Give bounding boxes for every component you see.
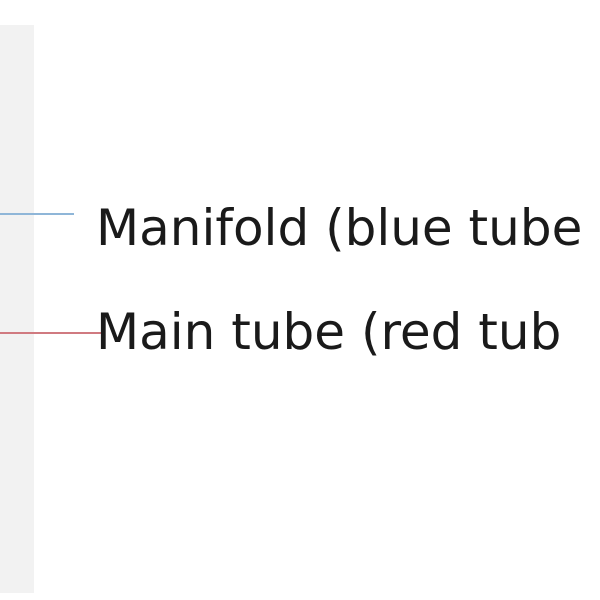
main-tube-leader-line (0, 332, 104, 334)
side-panel (0, 25, 34, 593)
manifold-label: Manifold (blue tube (96, 199, 583, 257)
main-tube-label: Main tube (red tub (96, 303, 562, 361)
manifold-leader-line (0, 213, 74, 215)
